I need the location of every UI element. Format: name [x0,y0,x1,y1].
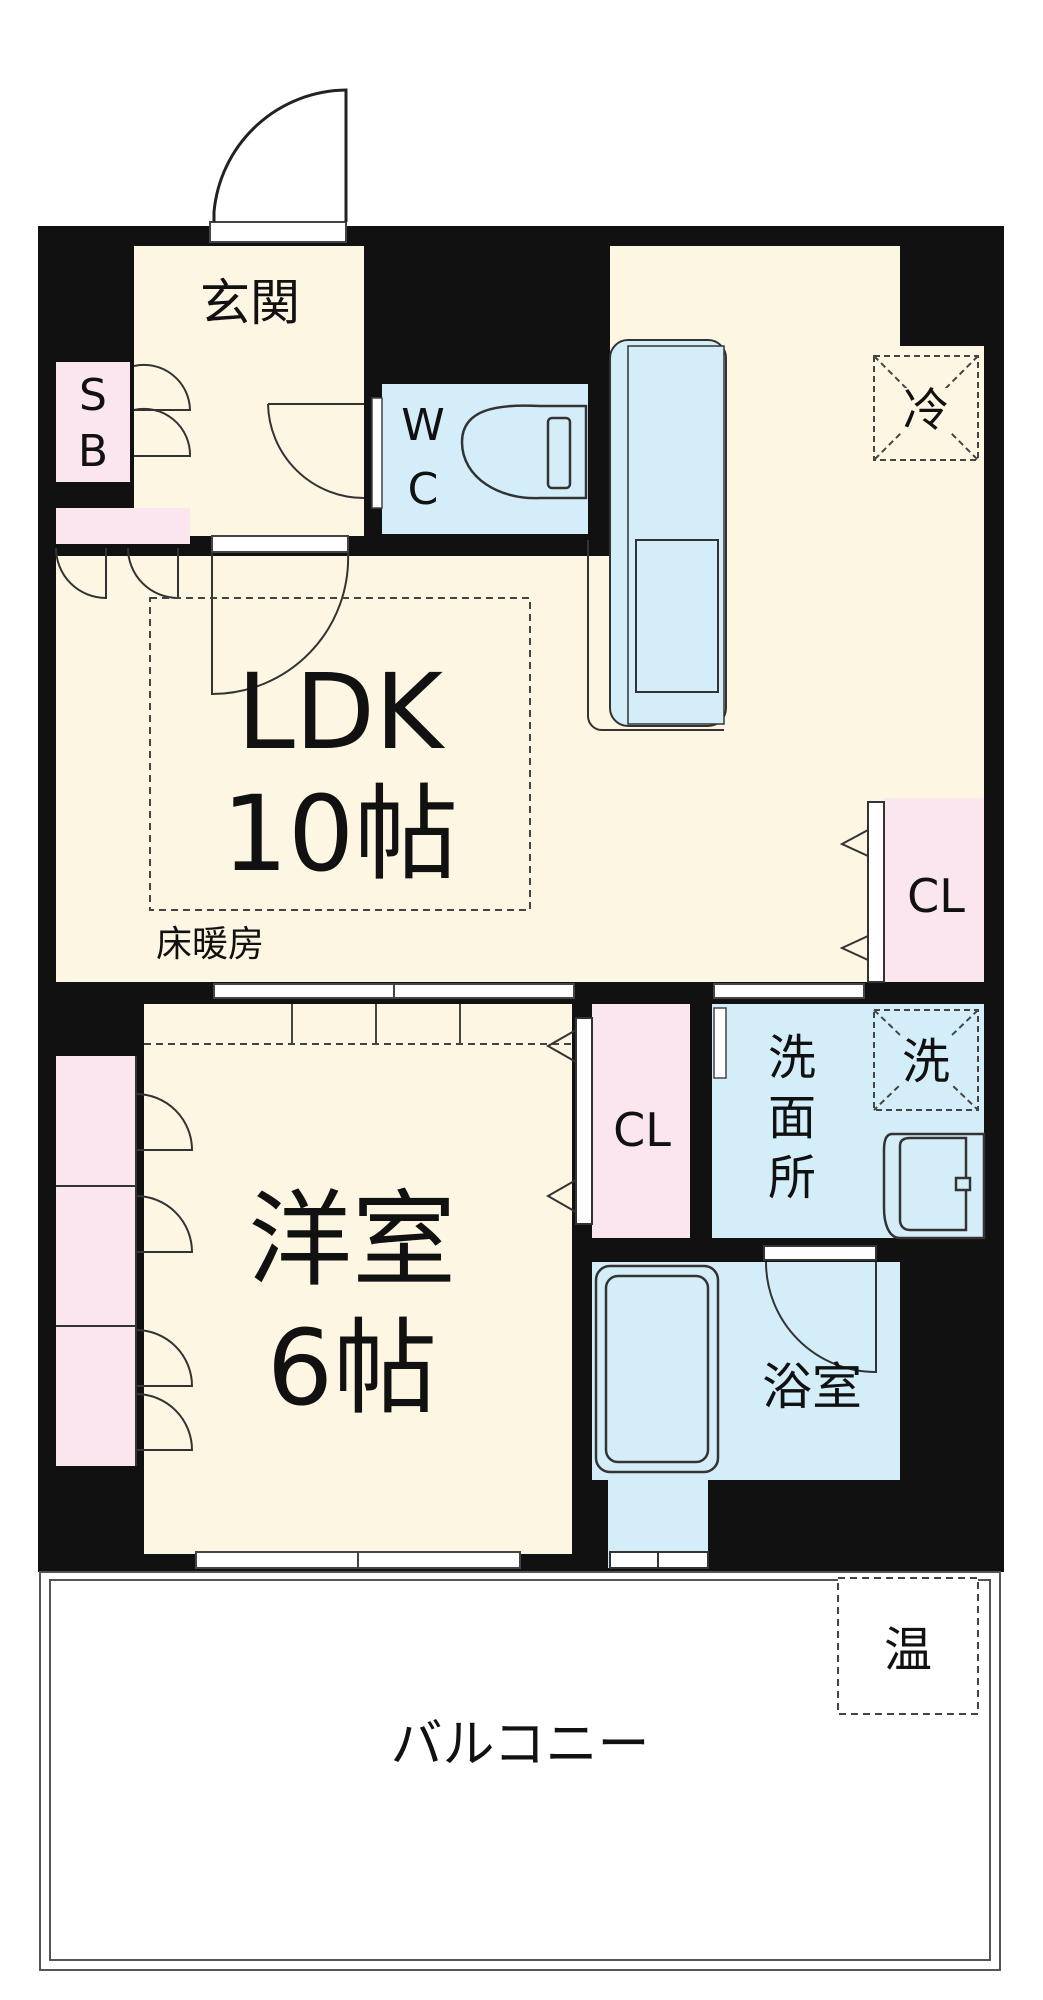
bedroom-sliding-door [144,983,865,1045]
ldk-closet-label: CL [907,869,965,923]
washer-label: 洗 [902,1034,950,1090]
sink-icon [882,1132,986,1240]
bedroom-size-label: 6帖 [267,1307,437,1429]
bathtub-icon [594,1264,720,1474]
kitchen-counter [609,339,727,727]
bathroom-label: 浴室 [762,1358,862,1416]
ldk-closet [884,798,984,982]
balcony-rail [49,1579,991,1961]
ldk-floor-heating-zone [149,597,531,911]
bedroom-wardrobe [56,1056,136,1466]
sb-label-b: B [78,426,108,477]
washroom-label-1: 洗 [768,1030,816,1086]
bedroom-name-label: 洋室 [248,1179,456,1301]
washroom-label-2: 面 [768,1090,816,1146]
balcony-label: バルコニー [391,1715,650,1775]
genkan-label: 玄関 [200,274,300,332]
genkan-hall [134,356,364,536]
toilet-icon [460,404,588,500]
ldk-left-storage [56,508,190,544]
floor-heating-label: 床暖房 [156,924,264,965]
water-heater-space [837,1577,979,1715]
wc-label-w: W [401,400,445,451]
bedroom-room [144,1004,572,1554]
entrance-door [209,88,348,243]
water-heater-label: 温 [884,1622,932,1678]
wardrobe-doors [56,1056,194,1466]
wc-label-c: C [408,464,439,515]
interior-doors [55,363,365,696]
sb-label-s: S [79,370,107,421]
fridge-label: 冷 [903,383,949,437]
bedroom-closet-label: CL [613,1103,671,1157]
ldk-room [56,556,984,982]
bedroom-closet [592,1004,690,1238]
room-labels: 玄関 S B W C 冷 LDK 10帖 床暖房 CL CL 洗 面 所 洗 洋… [78,274,965,1775]
shoe-box [56,362,130,482]
genkan-area [134,246,364,356]
washroom-label-3: 所 [768,1150,816,1206]
ldk-name-label: LDK [237,651,446,773]
ldk-size-label: 10帖 [222,773,458,895]
kitchen-upper [610,246,900,346]
